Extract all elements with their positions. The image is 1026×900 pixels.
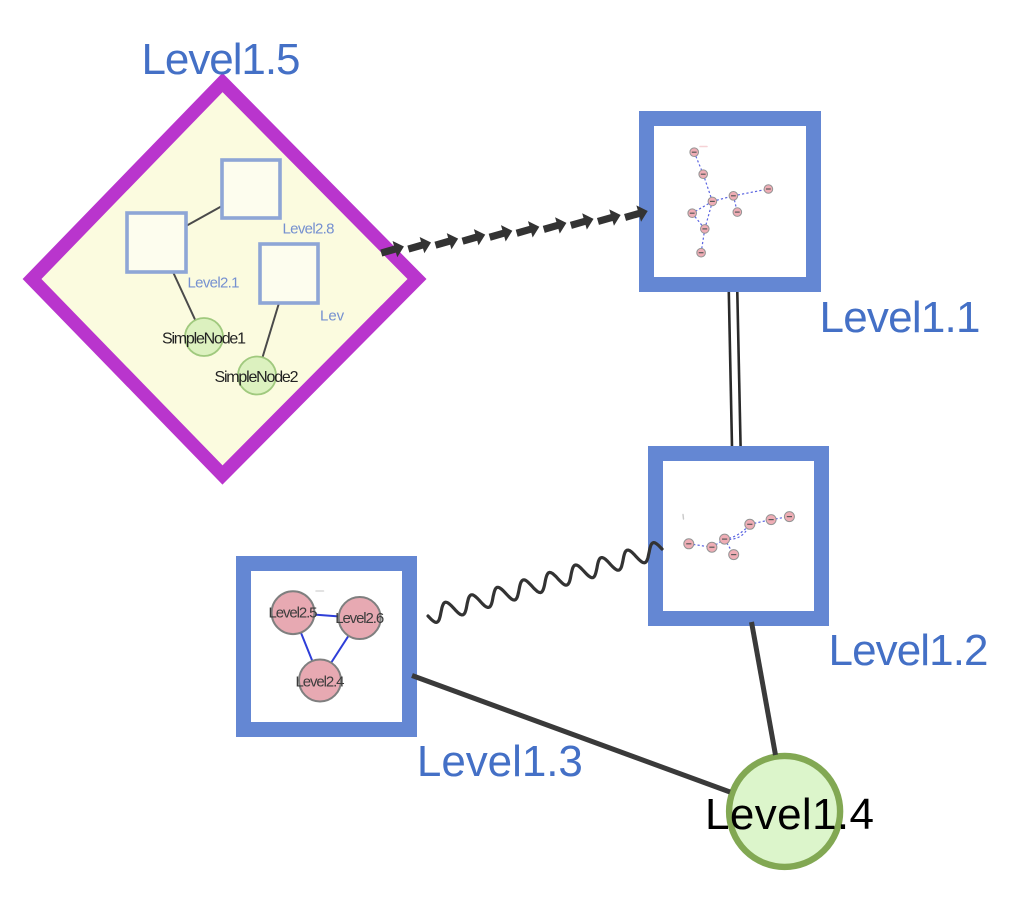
svg-text:Level2.5: Level2.5 [269, 605, 318, 622]
svg-text:Level2.4: Level2.4 [296, 674, 345, 691]
svg-text:SimpleNode1: SimpleNode1 [162, 331, 246, 348]
svg-text:Level1.4: Level1.4 [705, 790, 874, 839]
svg-text:Level1.3: Level1.3 [417, 737, 583, 786]
svg-text:Level2.6: Level2.6 [335, 610, 384, 627]
svg-text:Level2.8: Level2.8 [283, 221, 335, 238]
svg-text:Level1.1: Level1.1 [820, 293, 981, 342]
svg-text:SimpleNode2: SimpleNode2 [215, 369, 299, 386]
svg-text:Level2.1: Level2.1 [188, 275, 240, 292]
svg-text:Lev: Lev [320, 308, 345, 325]
svg-text:Level1.5: Level1.5 [142, 35, 301, 84]
svg-text:Level1.2: Level1.2 [829, 626, 989, 675]
